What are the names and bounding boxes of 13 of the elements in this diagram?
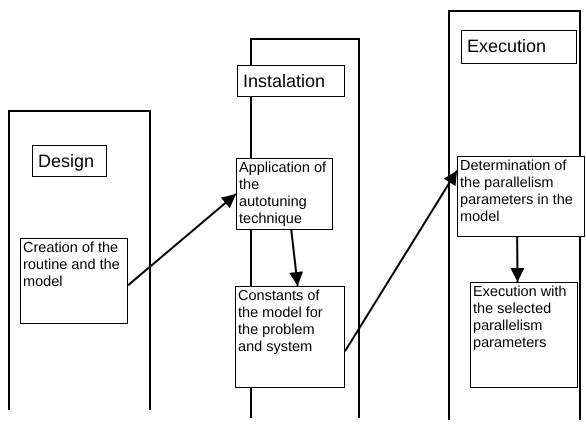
step-box: Execution with the selected parallelism parameters: [470, 282, 578, 388]
step-box: Constants of the model for the problem and system: [235, 286, 345, 388]
arrow: [127, 193, 237, 286]
step-box: Creation of the routine and the model: [20, 238, 128, 324]
stage-title: Instalation: [237, 65, 345, 97]
arrow: [344, 170, 458, 352]
stage-title: Design: [32, 145, 107, 177]
step-box: Determination of the parallelism parameters in the model: [457, 156, 585, 237]
arrow: [510, 237, 524, 282]
arrow: [289, 230, 304, 286]
column-panel: [8, 110, 151, 410]
step-box: Application of the autotuning technique: [236, 158, 333, 230]
stage-title: Execution: [461, 30, 577, 64]
